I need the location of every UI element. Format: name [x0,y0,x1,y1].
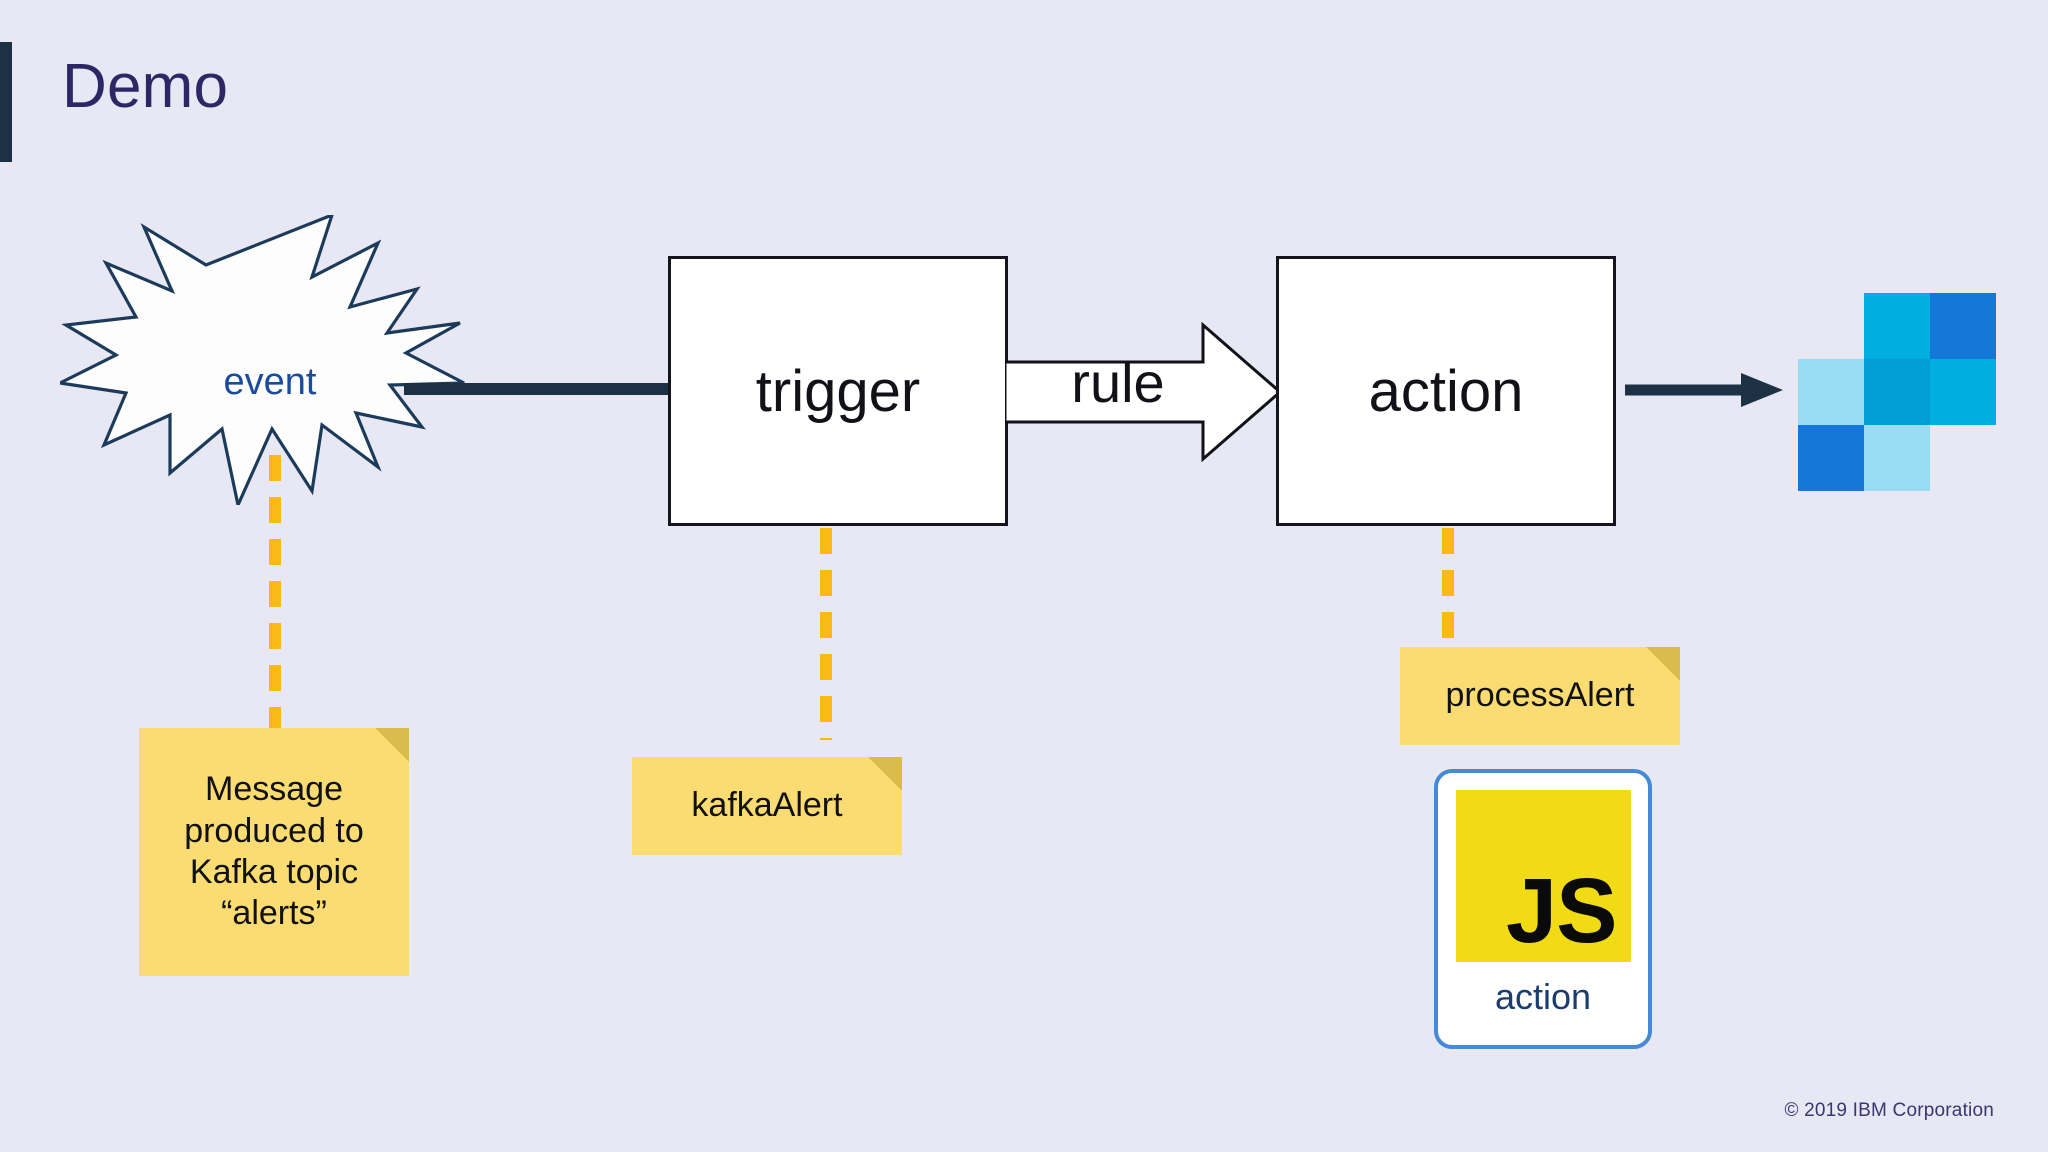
action-label: action [1368,358,1524,424]
sticky-note-event-text: Message produced to Kafka topic “alerts” [184,770,364,933]
javascript-logo-icon: JS [1455,790,1631,962]
logo-cell-r3c1 [1798,425,1864,491]
action-node[interactable]: action [1276,256,1616,526]
dashed-connector-action [1442,528,1454,648]
sticky-note-trigger: kafkaAlert [632,757,902,855]
note-fold-corner [1646,647,1680,681]
logo-cell-r3c3 [1930,425,1996,491]
arrow-right-icon [1625,373,1783,407]
title-accent-bar [0,42,12,162]
logo-cell-r2c3 [1930,359,1996,425]
connector-event-to-trigger [404,383,672,395]
logo-cell-r1c1 [1798,293,1864,359]
logo-cell-r3c2 [1864,425,1930,491]
rule-arrow-shape [1005,322,1283,462]
dashed-connector-event [269,455,281,730]
js-action-caption: action [1494,976,1592,1017]
connector-action-to-logo [1625,360,1785,420]
rule-block-arrow [1005,322,1283,462]
logo-cell-r2c2 [1864,359,1930,425]
sticky-note-event: Message produced to Kafka topic “alerts” [139,728,409,976]
sticky-note-trigger-text: kafkaAlert [691,786,843,825]
page-title: Demo [62,52,229,121]
logo-cell-r1c2 [1864,293,1930,359]
sticky-note-action-text: processAlert [1445,676,1635,715]
trigger-node[interactable]: trigger [668,256,1008,526]
js-action-card[interactable]: JS action [1434,769,1652,1049]
note-fold-corner [868,757,902,791]
sticky-note-action: processAlert [1400,647,1680,745]
note-fold-corner [375,728,409,762]
ibm-cloud-functions-logo-icon [1798,293,1996,491]
logo-cell-r2c1 [1798,359,1864,425]
starburst-shape [60,215,465,505]
trigger-label: trigger [755,358,921,424]
footer-copyright: © 2019 IBM Corporation [1784,1100,1994,1121]
dashed-connector-trigger [820,528,832,740]
logo-cell-r1c3 [1930,293,1996,359]
